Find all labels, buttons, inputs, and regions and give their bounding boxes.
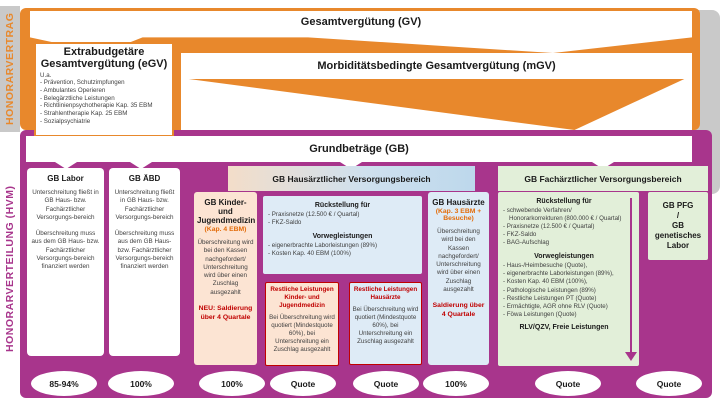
- gb-labor-paragraph: Unterschreitung fließt in GB Haus- bzw. …: [32, 189, 99, 221]
- facharzt-main-box: Rückstellung für schwebende Verfahren/ H…: [498, 192, 639, 366]
- rueckstellung-heading: Rückstellung für: [314, 202, 371, 209]
- rest-kinder-body: Bei Überschreitung wird quotiert (Mindes…: [269, 313, 335, 353]
- quota-value: 100%: [130, 378, 152, 389]
- hausaerzte-subtitle: (Kap. 3 EBM + Besuche): [435, 208, 482, 222]
- grundbetraege-label: Grundbeträge (GB): [309, 143, 409, 155]
- flow-notch-icon: [592, 162, 614, 169]
- gb-labor-title: GB Labor: [47, 174, 84, 183]
- pfg-label: GB PFG / GB genetisches Labor: [654, 201, 702, 250]
- gb-aebd-box: GB ÄBD Unterschreitung fließt in GB Haus…: [109, 168, 180, 356]
- facharzt-flow-arrowhead-icon: [625, 352, 637, 361]
- fa-rueckstellung-item: BAG-Aufschlag: [503, 239, 625, 247]
- honorarvertrag-rail-label: HONORARVERTRAG: [4, 12, 16, 126]
- egv-item: Sozialpsychiatrie: [40, 118, 168, 126]
- hausaerzte-title: GB Hausärzte: [432, 198, 485, 207]
- rest-kinder-title: Restliche Leistungen Kinder- und Jugendm…: [270, 286, 334, 309]
- fa-vorwegleistungen-item: Pathologische Leistungen (89%): [503, 287, 625, 295]
- hausaerzte-note: Saldierung über 4 Quartale: [432, 302, 485, 319]
- fa-rueckstellung-item: FKZ-Saldo: [503, 231, 625, 239]
- gb-labor-box: GB Labor Unterschreitung fließt in GB Ha…: [27, 168, 104, 356]
- fa-footer-label: RLV/QZV, Freie Leistungen: [519, 323, 609, 331]
- restliche-leistungen-kinder-box: Restliche Leistungen Kinder- und Jugendm…: [265, 282, 339, 366]
- rest-hausaerzte-body: Bei Überschreitung wird quotiert (Mindes…: [352, 305, 419, 345]
- facharzt-flow-arrow-icon: [630, 198, 632, 354]
- fa-vorwegleistungen-item: Föwa Leistungen (Quote): [503, 311, 625, 319]
- fa-rueckstellung-heading: Rückstellung für: [536, 198, 592, 205]
- fa-vorwegleistungen-item: Kosten Kap. 40 EBM (100%),: [503, 278, 625, 286]
- rest-hausaerzte-title: Restliche Leistungen Hausärzte: [353, 286, 418, 301]
- hausarzt-rueckstellung-box: Rückstellung für Praxisnetze (12.500 € /…: [263, 196, 422, 274]
- mgv-bar: Morbiditätsbedingte Gesamtvergütung (mGV…: [181, 53, 692, 79]
- fa-vorwegleistungen-heading: Vorwegleistungen: [534, 253, 594, 261]
- gv-label: Gesamtvergütung (GV): [300, 16, 422, 28]
- honorarverteilung-rail-label: HONORARVERTEILUNG (HVM): [4, 185, 16, 353]
- gb-aebd-title: GB ÄBD: [128, 174, 161, 183]
- flow-notch-icon: [340, 162, 362, 169]
- hausaerzte-body: Überschreitung wird bei den Kassen nachg…: [436, 228, 481, 294]
- quota-value: Quote: [290, 378, 316, 389]
- gb-kinder-jugendmedizin-box: GB Kinder- und Jugendmedizin (Kap. 4 EBM…: [194, 192, 257, 365]
- egv-item: Belegärztliche Leistungen: [40, 95, 168, 103]
- gb-pfg-genetisches-labor-box: GB PFG / GB genetisches Labor: [648, 192, 708, 260]
- quota-value: 100%: [445, 378, 467, 389]
- quota-value: 100%: [221, 378, 243, 389]
- fa-vorwegleistungen-item: Ermächtigte, AGR ohne RLV (Quote): [503, 303, 625, 311]
- hausarzt-header-label: GB Hausärztlicher Versorgungsbereich: [272, 173, 431, 184]
- quota-value: 85-94%: [49, 378, 79, 389]
- gb-aebd-paragraph: Überschreitung muss aus dem GB Haus- bzw…: [114, 230, 175, 271]
- grundbetraege-bar: Grundbeträge (GB): [26, 136, 692, 162]
- rueckstellung-item: FKZ-Saldo: [268, 219, 417, 227]
- kinder-body: Überschreitung wird bei den Kassen nachg…: [197, 239, 254, 296]
- fa-vorwegleistungen-item: Haus-/Heimbesuche (Quote),: [503, 262, 625, 270]
- fa-vorwegleistungen-item: Restliche Leistungen PT (Quote): [503, 295, 625, 303]
- flow-notch-icon: [130, 162, 152, 169]
- honorarvertrag-rail-background: [0, 6, 20, 132]
- egv-item: Prävention, Schutzimpfungen: [40, 79, 168, 87]
- vorwegleistungen-heading: Vorwegleistungen: [312, 233, 373, 241]
- egv-box: Extrabudgetäre Gesamtvergütung (eGV) U.a…: [34, 42, 174, 137]
- fa-rueckstellung-item: Praxisnetze (12.500 € / Quartal): [503, 223, 625, 231]
- egv-item: Richtlinienpsychotherapie Kap. 35 EBM: [40, 102, 168, 110]
- fa-vorwegleistungen-item: eigenerbrachte Laborleistungen (89%),: [503, 270, 625, 278]
- egv-title: Extrabudgetäre Gesamtvergütung (eGV): [40, 46, 168, 71]
- quota-value: Quote: [656, 378, 682, 389]
- quota-value: Quote: [555, 378, 581, 389]
- rueckstellung-item: Praxisnetze (12.500 € / Quartal): [268, 211, 417, 219]
- quota-oval: Quote: [535, 371, 601, 396]
- quota-oval: Quote: [270, 371, 336, 396]
- egv-item: Strahlentherapie Kap. 25 EBM: [40, 110, 168, 118]
- quota-oval: Quote: [353, 371, 419, 396]
- quota-oval: 85-94%: [31, 371, 97, 396]
- egv-intro: U.a.: [40, 71, 52, 79]
- gb-labor-paragraph: Überschreitung muss aus dem GB Haus- bzw…: [31, 230, 100, 271]
- fa-rueckstellung-item: schwebende Verfahren/ Honorarkorrekturen…: [503, 207, 625, 223]
- restliche-leistungen-hausaerzte-box: Restliche Leistungen Hausärzte Bei Übers…: [349, 282, 422, 365]
- kinder-note: NEU: Saldierung über 4 Quartale: [198, 305, 253, 321]
- gv-bar: Gesamtvergütung (GV): [30, 11, 692, 33]
- kinder-title: GB Kinder- und Jugendmedizin: [197, 198, 256, 225]
- quota-value: Quote: [373, 378, 399, 389]
- gb-aebd-paragraph: Unterschreitung fließt in GB Haus- bzw. …: [114, 189, 175, 221]
- flow-notch-icon: [55, 162, 77, 169]
- mgv-label: Morbiditätsbedingte Gesamtvergütung (mGV…: [317, 60, 556, 72]
- facharzt-section-header: GB Fachärztlicher Versorgungsbereich: [498, 166, 708, 191]
- vorwegleistungen-item: eigenerbrachte Laborleistungen (89%): [268, 242, 417, 250]
- hausarzt-section-header: GB Hausärztlicher Versorgungsbereich: [228, 166, 475, 191]
- quota-oval: Quote: [636, 371, 702, 396]
- quota-oval: 100%: [199, 371, 265, 396]
- gb-hausaerzte-box: GB Hausärzte (Kap. 3 EBM + Besuche) Über…: [428, 192, 489, 365]
- quota-oval: 100%: [108, 371, 174, 396]
- egv-item: Ambulantes Operieren: [40, 87, 168, 95]
- kinder-subtitle: (Kap. 4 EBM): [204, 226, 247, 233]
- quota-oval: 100%: [423, 371, 489, 396]
- facharzt-header-label: GB Fachärztlicher Versorgungsbereich: [524, 173, 682, 184]
- vorwegleistungen-item: Kosten Kap. 40 EBM (100%): [268, 250, 417, 258]
